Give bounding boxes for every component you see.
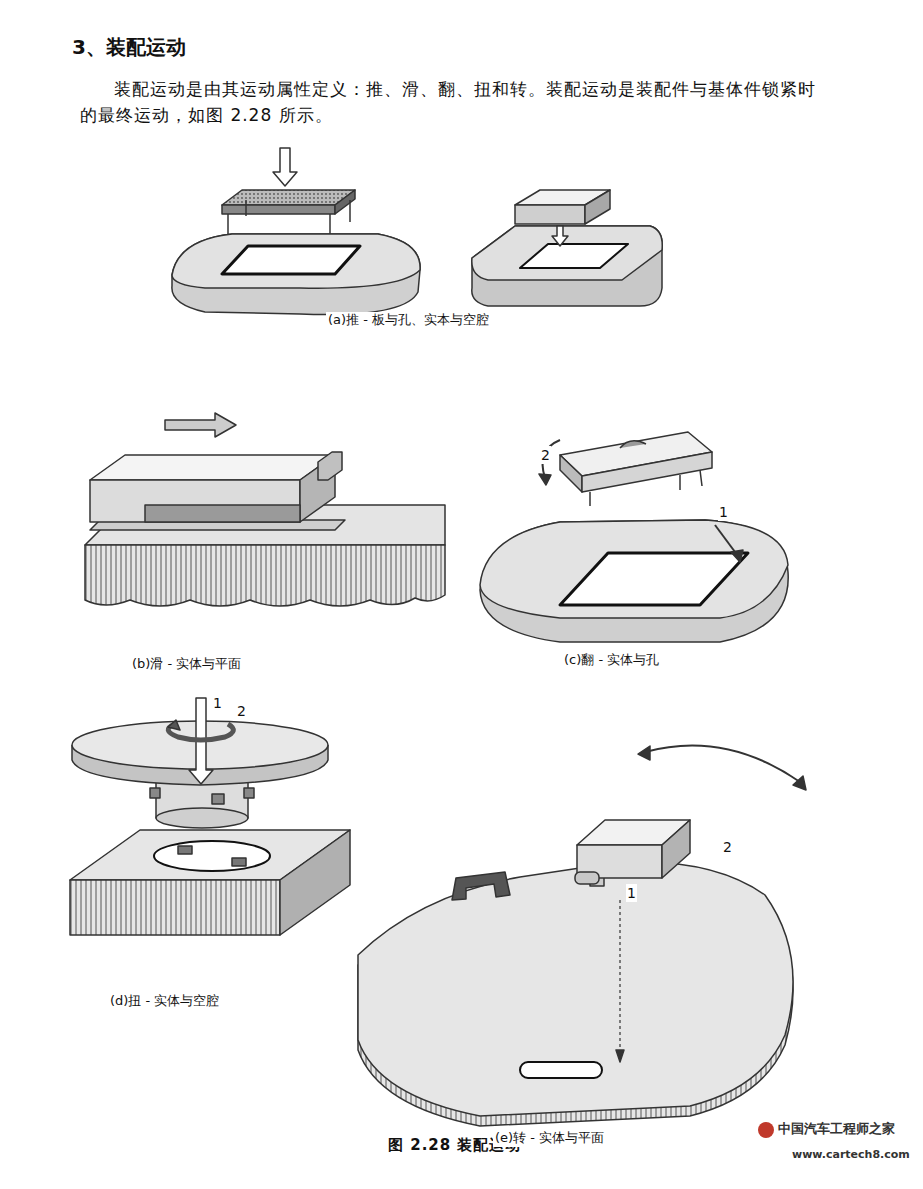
- push-solid-cavity: [472, 190, 662, 306]
- flip-solid-hole: [480, 432, 788, 642]
- watermark: www.cartech8.com: [792, 1148, 910, 1162]
- watermark-logo: [758, 1122, 774, 1138]
- section-heading: 3、装配运动: [72, 34, 186, 60]
- push-plate-hole: [172, 148, 420, 315]
- sub-caption: (a)推 - 板与孔、实本与空腔: [326, 312, 491, 329]
- callout-number: 2: [540, 446, 551, 464]
- callout-number: 1: [626, 884, 637, 902]
- sub-caption: (e)转 - 实体与平面: [493, 1130, 606, 1147]
- callout-number: 2: [236, 702, 247, 720]
- turn-solid-plane: [358, 745, 806, 1126]
- twist-solid-cavity: [70, 698, 350, 935]
- watermark: 中国汽车工程师之家: [778, 1121, 895, 1138]
- callout-number: 1: [718, 503, 729, 521]
- slide-solid-plane: [85, 413, 445, 606]
- sub-caption: (b)滑 - 实体与平面: [130, 656, 243, 673]
- body-paragraph: 装配运动是由其运动属性定义：推、滑、翻、扭和转。装配运动是装配件与基体件锁紧时的…: [80, 76, 825, 129]
- callout-number: 1: [212, 694, 223, 712]
- callout-number: 2: [722, 838, 733, 856]
- sub-caption: (d)扭 - 实体与空腔: [108, 993, 221, 1010]
- sub-caption: (c)翻 - 实体与孔: [562, 652, 661, 669]
